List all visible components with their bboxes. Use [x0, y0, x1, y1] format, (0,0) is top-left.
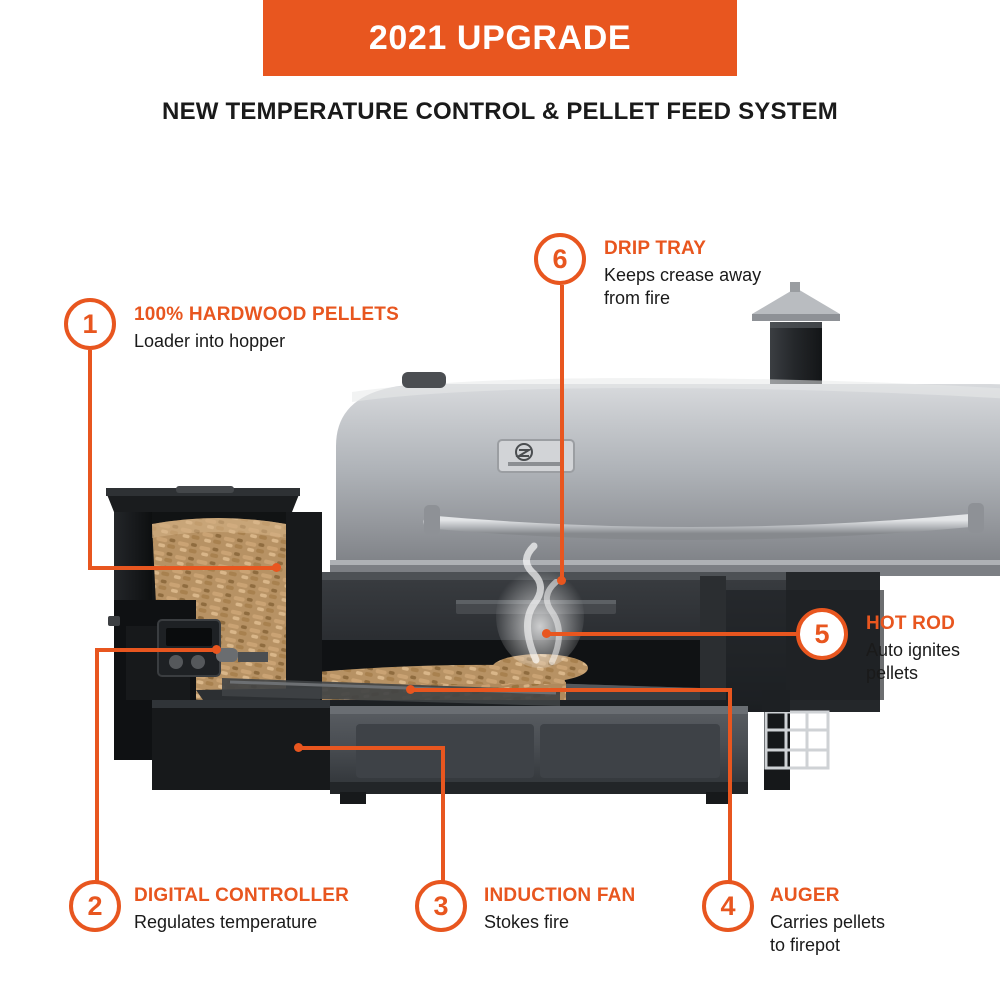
- callout-title-4: AUGER: [770, 885, 840, 906]
- leader-dot-1: [272, 563, 281, 572]
- leader-line-1-vertical: [88, 350, 92, 568]
- callout-desc-2: Regulates temperature: [134, 912, 318, 932]
- callout-badge-2[interactable]: 2: [69, 880, 121, 932]
- leader-line-3-vertical: [441, 748, 445, 882]
- leader-line-2-vertical: [95, 650, 99, 882]
- callout-title-6: DRIP TRAY: [604, 238, 707, 259]
- leader-line-1-horizontal: [88, 566, 280, 570]
- brand-badge: [497, 439, 575, 473]
- leader-dot-6: [557, 576, 566, 585]
- lid-handle: [423, 503, 984, 540]
- callout-desc-4-line1: Carries pellets: [770, 912, 886, 932]
- callout-desc-5-line2: pellets: [866, 663, 919, 683]
- callout-title-2: DIGITAL CONTROLLER: [134, 885, 350, 906]
- upgrade-banner: 2021 UPGRADE: [263, 0, 737, 76]
- callout-desc-5-line1: Auto ignites: [866, 640, 961, 660]
- leader-line-5-horizontal: [548, 632, 802, 636]
- callout-title-3: INDUCTION FAN: [484, 885, 636, 906]
- leader-dot-4: [406, 685, 415, 694]
- banner-title: 2021 UPGRADE: [368, 18, 632, 57]
- leader-line-3-horizontal: [300, 746, 445, 750]
- grill-lid: [330, 372, 1000, 576]
- side-rack: [762, 690, 830, 770]
- callout-title-5: HOT ROD: [866, 613, 956, 634]
- callout-badge-3[interactable]: 3: [415, 880, 467, 932]
- callout-badge-6[interactable]: 6: [534, 233, 586, 285]
- callout-desc-6-line2: from fire: [604, 288, 671, 308]
- leader-dot-5: [542, 629, 551, 638]
- page-subtitle: NEW TEMPERATURE CONTROL & PELLET FEED SY…: [162, 98, 838, 125]
- leader-line-4-vertical: [728, 690, 732, 882]
- smoke-plume: [496, 542, 584, 668]
- leader-line-2-horizontal: [95, 648, 217, 652]
- callout-desc-1: Loader into hopper: [134, 331, 286, 351]
- callout-badge-1[interactable]: 1: [64, 298, 116, 350]
- leader-line-4-horizontal: [412, 688, 732, 692]
- callout-desc-3: Stokes fire: [484, 912, 570, 932]
- callout-badge-4[interactable]: 4: [702, 880, 754, 932]
- leader-dot-3: [294, 743, 303, 752]
- callout-title-1: 100% HARDWOOD PELLETS: [134, 304, 399, 325]
- leader-line-6-vertical: [560, 285, 564, 581]
- callout-desc-6-line1: Keeps crease away: [604, 265, 762, 285]
- callout-badge-5[interactable]: 5: [796, 608, 848, 660]
- leader-dot-2: [212, 645, 221, 654]
- grill-cart: [152, 700, 748, 804]
- callout-desc-4-line2: to firepot: [770, 935, 841, 955]
